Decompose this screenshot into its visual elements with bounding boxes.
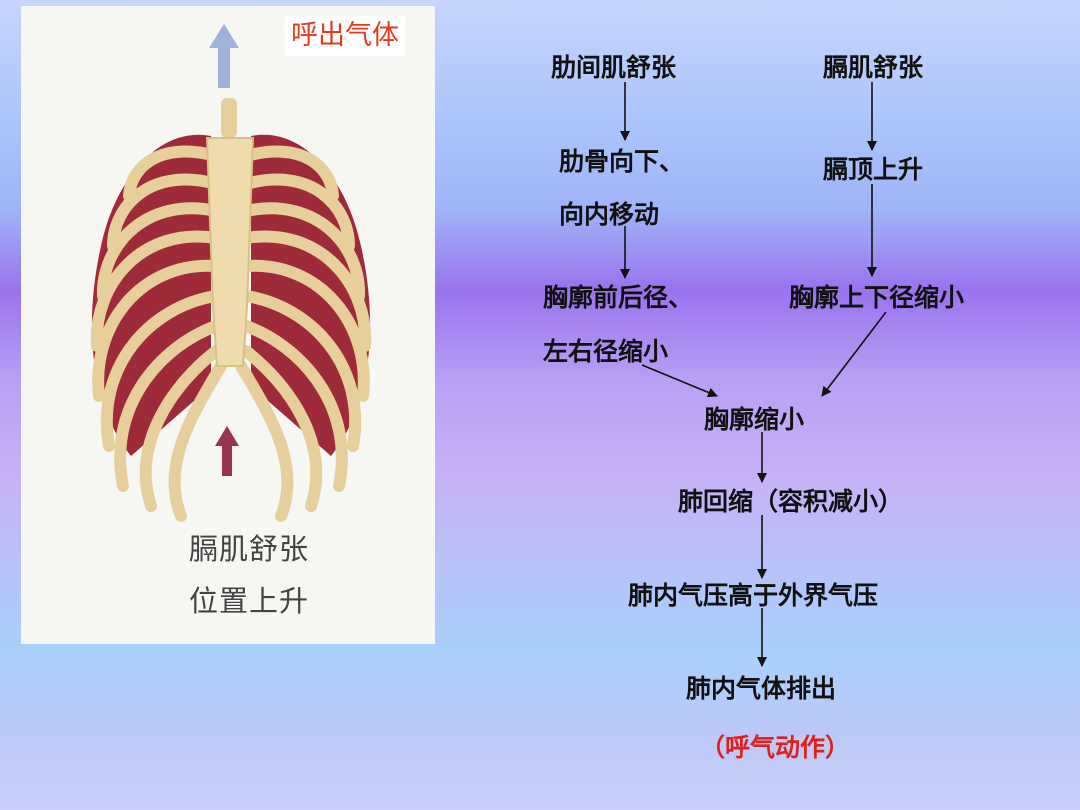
ribcage-illustration: 呼出气体 膈肌舒张 位置上升 [21, 6, 435, 644]
arrow-ap-to-thorax [641, 364, 718, 398]
node-diaphragm-relax: 膈肌舒张 [823, 53, 924, 82]
arrow-vertical-to-thorax [821, 311, 887, 397]
exhale-up-arrow-icon [209, 24, 239, 88]
node-expel: 肺内气体排出 [686, 674, 837, 703]
diaphragm-caption: 膈肌舒张 [189, 532, 310, 566]
node-exhale-action: （呼气动作） [700, 733, 851, 762]
position-caption: 位置上升 [189, 584, 310, 618]
node-pressure: 肺内气压高于外界气压 [628, 581, 879, 610]
node-ribs-line2: 向内移动 [559, 200, 660, 229]
node-vertical-shrink: 胸廓上下径缩小 [789, 283, 965, 312]
diaphragm-up-arrow-icon [215, 426, 239, 476]
node-thorax-shrink: 胸廓缩小 [704, 405, 805, 434]
node-lung-recoil: 肺回缩（容积减小） [678, 487, 904, 516]
node-ap-line1: 胸廓前后径、 [543, 283, 694, 312]
exhale-tag: 呼出气体 [285, 16, 405, 56]
node-ap-line2: 左右径缩小 [543, 337, 669, 366]
node-intercostal-relax: 肋间肌舒张 [551, 53, 677, 82]
node-dome-up: 膈顶上升 [823, 155, 924, 184]
ribcage-drawing [90, 24, 372, 522]
node-ribs-line1: 肋骨向下、 [559, 147, 685, 176]
